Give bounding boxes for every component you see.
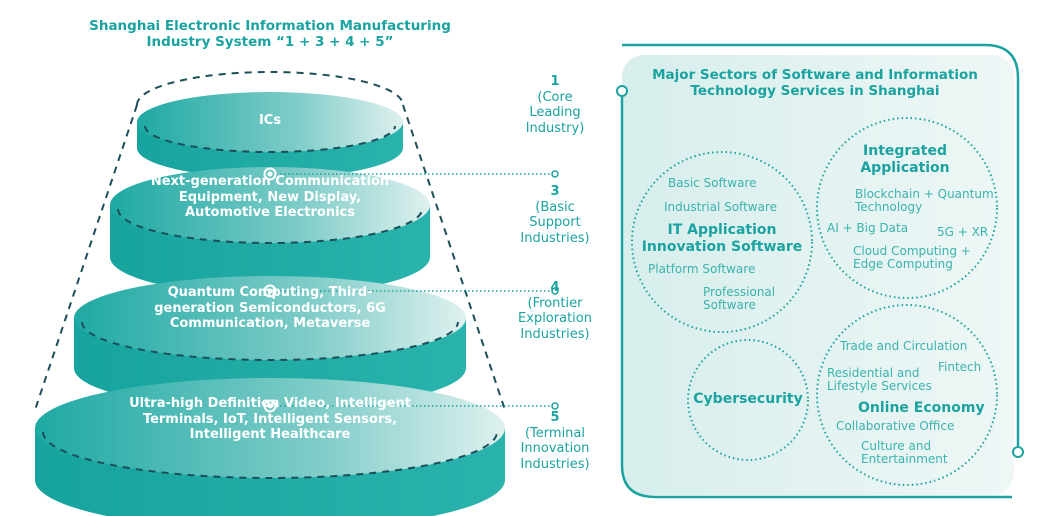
integrated-item: Blockchain + Quantum Technology bbox=[855, 187, 994, 215]
it-item: Platform Software bbox=[648, 262, 756, 276]
online-item: Trade and Circulation bbox=[840, 339, 968, 353]
tier-1-label: 1(Core Leading Industry) bbox=[525, 74, 585, 136]
tier-marker-icon bbox=[263, 284, 277, 298]
tier-3-text: Next-generation Communication Equipment,… bbox=[150, 174, 390, 221]
connector-end bbox=[551, 170, 559, 178]
disc-top bbox=[74, 276, 466, 360]
online-item: Culture and Entertainment bbox=[861, 439, 948, 467]
integrated-title: Integrated Application bbox=[860, 143, 950, 176]
connector-end bbox=[551, 402, 559, 410]
online-item: Collaborative Office bbox=[836, 419, 955, 433]
disc-dashed-rim bbox=[81, 321, 459, 361]
cyber-title: Cybersecurity bbox=[693, 391, 803, 407]
funnel-outline bbox=[34, 71, 506, 411]
it-title: IT Application Innovation Software bbox=[641, 222, 803, 255]
sector-circles bbox=[631, 117, 998, 486]
tier-4-label: 4(Frontier Exploration Industries) bbox=[518, 280, 592, 342]
integrated-item: AI + Big Data bbox=[827, 221, 909, 235]
integrated-item: 5G + XR bbox=[937, 225, 989, 239]
sectors-panel bbox=[622, 55, 1014, 495]
tier-4-text: Quantum Computing, Third-generation Semi… bbox=[154, 285, 386, 332]
disc-top bbox=[137, 92, 403, 152]
it-item: Basic Software bbox=[668, 176, 757, 190]
online-title: Online Economy bbox=[858, 400, 985, 416]
tier-marker-icon bbox=[263, 167, 277, 181]
tier-1-text: ICs bbox=[258, 113, 282, 128]
tier-3-label: 3(Basic Support Industries) bbox=[520, 184, 590, 246]
tier-5-label: 5(Terminal Innovation Industries) bbox=[520, 410, 590, 472]
left-title: Shanghai Electronic Information Manufact… bbox=[89, 18, 451, 51]
connector-end bbox=[551, 287, 559, 295]
disc-top bbox=[35, 378, 505, 478]
it-item: Industrial Software bbox=[664, 200, 777, 214]
right-title: Major Sectors of Software and Informatio… bbox=[652, 67, 978, 100]
integrated-item: Cloud Computing + Edge Computing bbox=[853, 244, 971, 272]
disc-dashed-rim bbox=[42, 431, 498, 479]
online-item: Fintech bbox=[938, 360, 982, 374]
disc-dashed-rim bbox=[144, 125, 396, 153]
it-item: Professional Software bbox=[703, 285, 776, 313]
tier-marker-icon bbox=[263, 399, 277, 413]
disc-top bbox=[110, 167, 430, 243]
tier-5-text: Ultra-high Definition Video, Intelligent… bbox=[129, 396, 411, 443]
online-item: Residential and Lifestyle Services bbox=[827, 366, 932, 394]
disc-dashed-rim bbox=[117, 208, 423, 244]
